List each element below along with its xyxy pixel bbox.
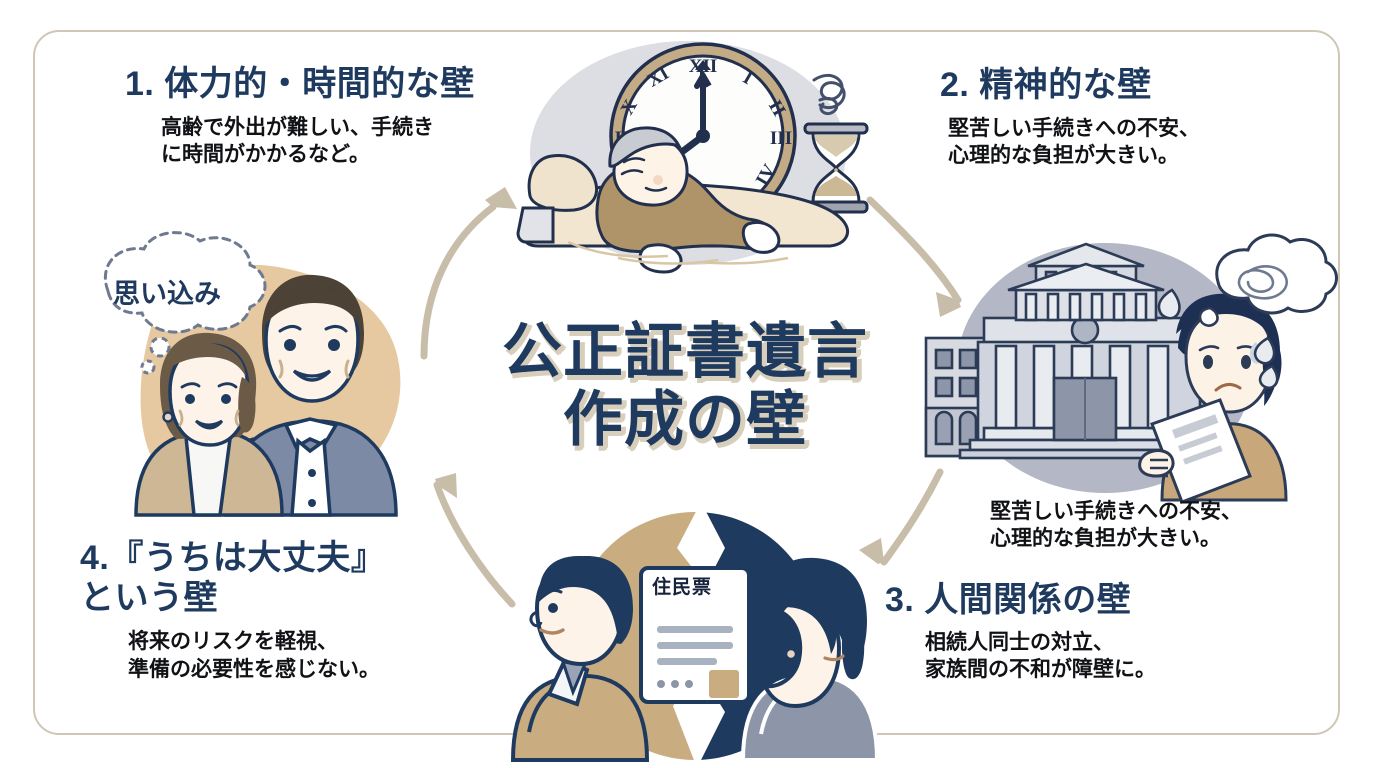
arrow-2-to-3-head: [859, 538, 884, 564]
svg-text:III: III: [770, 128, 792, 149]
government-building-icon: [924, 242, 1220, 460]
section-1-text: 1. 体力的・時間的な壁 高齢で外出が難しい、手続き に時間がかかるなど。: [125, 64, 475, 169]
woman-figure: [134, 332, 284, 517]
arrow-4-to-1-line: [420, 203, 497, 360]
section-2-text: 2. 精神的な壁 堅苦しい手続きへの不安、 心理的な負担が大きい。: [940, 65, 1200, 170]
section-4-text: 4.『うちは大丈夫』 という壁 将来のリスクを軽視、 準備の必要性を感じない。: [80, 538, 385, 683]
man-figure: [177, 274, 398, 517]
section-2-caption-text: 堅苦しい手続きへの不安、 心理的な負担が大きい。: [990, 500, 1242, 551]
hourglass-icon: [803, 122, 869, 214]
section-1-description: 高齢で外出が難しい、手続き に時間がかかるなど。: [161, 116, 434, 167]
illustration-assumption-barrier: [103, 231, 401, 517]
man-figure: [510, 556, 650, 762]
squiggle-icon: [812, 73, 846, 116]
residence-certificate-document: [639, 566, 751, 704]
page-title: 公正証書遺言 作成の壁: [502, 318, 868, 454]
woman-figure: [740, 557, 880, 762]
section-2-caption: 堅苦しい手続きへの不安、 心理的な負担が大きい。: [990, 498, 1242, 553]
section-3-text: 3. 人間関係の壁 相続人同士の対立、 家族間の不和が障壁に。: [885, 580, 1156, 684]
hair: [757, 557, 867, 676]
section-2-heading: 2. 精神的な壁: [940, 66, 1152, 104]
section-3-heading: 3. 人間関係の壁: [885, 581, 1132, 619]
arrow-1-to-2-head: [936, 292, 961, 317]
thought-bubble: [103, 231, 267, 375]
illustration-physical-time-barrier: XII I II III IV V VI VII VIII IX X XI: [516, 41, 869, 274]
section-4-description: 将来のリスクを軽視、 準備の必要性を感じない。: [128, 630, 380, 681]
arrow-3-to-4-head: [435, 473, 457, 498]
thought-bubble-text: 思い込み: [113, 279, 221, 309]
arrow-4-to-1-head: [485, 187, 517, 209]
arrow-3-to-4-line: [433, 481, 516, 608]
worried-woman-figure: [1138, 233, 1338, 504]
illustration-mental-barrier: [924, 233, 1338, 504]
sweat-drops: [1157, 288, 1279, 390]
arrow-2-to-3-line: [880, 468, 944, 566]
arrow-1-to-2-line: [866, 196, 962, 304]
section-4-heading: 4.『うちは大丈夫』 という壁: [80, 539, 386, 618]
document-title-text: 住民票: [652, 577, 713, 598]
section-3-description: 相続人同士の対立、 家族間の不和が障壁に。: [925, 631, 1156, 682]
scribble-thought-cloud: [1198, 233, 1338, 327]
bed-figure: [516, 126, 849, 274]
illustration-relationship-barrier: [510, 512, 880, 762]
section-1-heading: 1. 体力的・時間的な壁: [125, 65, 475, 103]
section-2-description: 堅苦しい手続きへの不安、 心理的な負担が大きい。: [948, 117, 1200, 168]
